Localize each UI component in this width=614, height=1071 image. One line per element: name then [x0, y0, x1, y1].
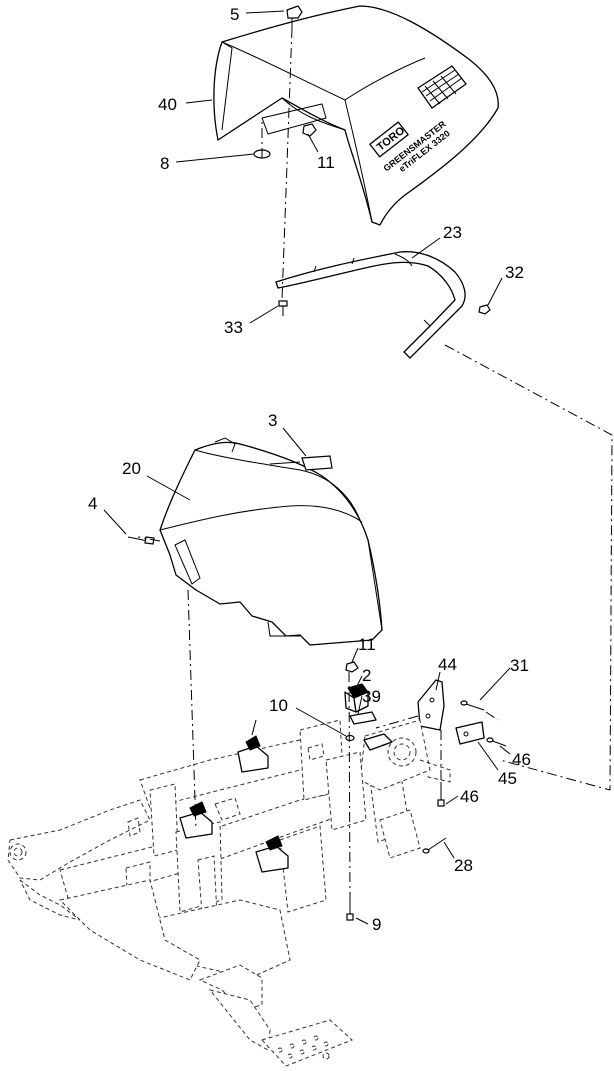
callout-40: 40 [158, 95, 177, 114]
bolt-part-46-lower [437, 782, 445, 807]
callout-46-lower: 46 [460, 787, 479, 806]
callout-9: 9 [372, 915, 381, 934]
hood-part-40: TORO GREENSMASTER eTriFLEX 3320 [213, 5, 499, 226]
bolt-part-33 [278, 300, 288, 316]
callout-11-top: 11 [317, 153, 335, 172]
bracket-part-44 [417, 679, 445, 731]
nut-part-11-top [302, 123, 317, 137]
hood-bracket-part-23 [275, 251, 466, 359]
nut-part-11-lower [345, 661, 359, 673]
alignment-lines [137, 27, 613, 901]
isolator-mounts [179, 719, 393, 873]
callout-20: 20 [122, 459, 141, 478]
callout-10: 10 [269, 696, 288, 715]
callout-23: 23 [443, 223, 462, 242]
callout-46-right: 46 [512, 750, 531, 769]
callout-5: 5 [230, 5, 239, 24]
callout-8: 8 [160, 154, 169, 173]
pin-part-28 [422, 837, 447, 854]
callout-39: 39 [362, 687, 381, 706]
bolt-part-5 [286, 5, 303, 28]
leader-lines [103, 10, 511, 925]
foot-pedal-ghost [208, 989, 353, 1067]
callout-11-lower: 11 [358, 635, 376, 654]
callout-labels: 5 40 8 11 23 32 33 3 20 4 11 2 44 31 39 … [88, 5, 531, 934]
callout-4: 4 [88, 494, 97, 513]
callout-31: 31 [510, 656, 529, 675]
callout-32: 32 [505, 263, 524, 282]
callout-44: 44 [438, 655, 457, 674]
hood-grille [417, 65, 467, 109]
frame-assembly-ghost [7, 719, 451, 1067]
clip-part-3 [269, 455, 333, 471]
plate-part-39 [349, 711, 377, 725]
screw-part-4 [127, 536, 155, 545]
shroud-part-20 [159, 437, 383, 646]
callout-28: 28 [454, 856, 473, 875]
callout-33: 33 [224, 318, 243, 337]
callout-45: 45 [498, 769, 517, 788]
pin-part-31 [460, 700, 485, 711]
callout-2: 2 [362, 666, 371, 685]
callout-3: 3 [268, 411, 277, 430]
washer-part-10 [345, 734, 355, 742]
nut-part-32 [478, 304, 491, 315]
bolt-part-9 [346, 900, 354, 921]
bolt-part-46-right [486, 737, 507, 747]
bracket-part-45 [455, 721, 485, 745]
